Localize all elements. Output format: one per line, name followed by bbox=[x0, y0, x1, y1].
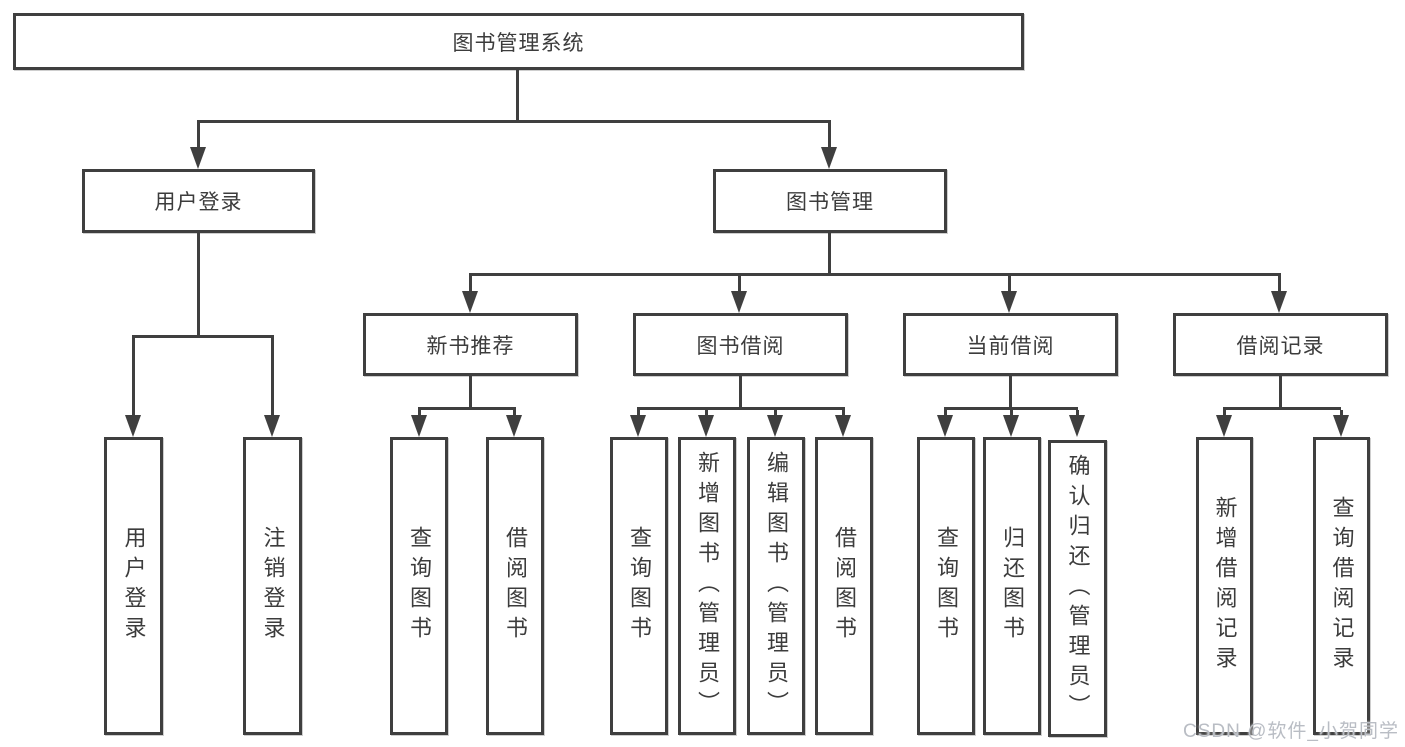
connector-line bbox=[1279, 376, 1282, 410]
node-label: 图书管理系统 bbox=[452, 31, 585, 55]
connector-line bbox=[513, 410, 516, 418]
leaf-borrow-books-recommend: 借阅图书 bbox=[486, 437, 544, 735]
leaf-add-book-admin: 新增图书（管理员） bbox=[678, 437, 736, 735]
leaf-label: 用户登录 bbox=[121, 526, 147, 646]
node-library-system: 图书管理系统 bbox=[13, 13, 1024, 70]
arrow-down-icon bbox=[1271, 291, 1287, 313]
connector-line bbox=[842, 410, 845, 418]
connector-line bbox=[1076, 410, 1079, 418]
connector-line bbox=[197, 233, 200, 338]
leaf-query-books-borrowing: 查询图书 bbox=[610, 437, 668, 735]
node-label: 新书推荐 bbox=[426, 334, 515, 358]
leaf-add-borrow-record: 新增借阅记录 bbox=[1196, 437, 1253, 735]
connector-line bbox=[469, 276, 472, 294]
leaf-edit-book-admin: 编辑图书（管理员） bbox=[747, 437, 805, 735]
connector-line bbox=[197, 120, 831, 123]
node-new-book-recommendation: 新书推荐 bbox=[363, 313, 578, 376]
arrow-down-icon bbox=[731, 291, 747, 313]
connector-line bbox=[197, 123, 200, 151]
arrow-down-icon bbox=[462, 291, 478, 313]
watermark: CSDN @软件_小贺同学 bbox=[1183, 721, 1399, 742]
leaf-label: 归还图书 bbox=[1000, 526, 1025, 646]
arrow-down-icon bbox=[506, 415, 522, 437]
arrow-down-icon bbox=[411, 415, 427, 437]
leaf-logout: 注销登录 bbox=[243, 437, 302, 735]
node-borrowing-records: 借阅记录 bbox=[1173, 313, 1388, 376]
node-current-borrowing: 当前借阅 bbox=[903, 313, 1118, 376]
node-book-management: 图书管理 bbox=[713, 169, 947, 233]
leaf-label: 借阅图书 bbox=[832, 526, 857, 646]
arrow-down-icon bbox=[835, 415, 851, 437]
arrow-down-icon bbox=[1333, 415, 1349, 437]
node-label: 借阅记录 bbox=[1236, 334, 1325, 358]
node-book-borrowing: 图书借阅 bbox=[633, 313, 848, 376]
connector-line bbox=[828, 123, 831, 151]
leaf-label: 注销登录 bbox=[260, 526, 286, 646]
connector-line bbox=[705, 410, 708, 418]
connector-line bbox=[774, 410, 777, 418]
leaf-label: 借阅图书 bbox=[503, 526, 528, 646]
node-label: 用户登录 bbox=[154, 191, 243, 214]
node-user-login: 用户登录 bbox=[82, 169, 315, 233]
leaf-label: 查询图书 bbox=[627, 526, 652, 646]
leaf-borrow-books: 借阅图书 bbox=[815, 437, 873, 735]
connector-line bbox=[1010, 410, 1013, 418]
connector-line bbox=[739, 376, 742, 410]
leaf-query-books-current: 查询图书 bbox=[917, 437, 975, 735]
leaf-label: 编辑图书（管理员） bbox=[764, 451, 789, 721]
connector-line bbox=[637, 407, 845, 410]
connector-line bbox=[469, 273, 1281, 276]
connector-line bbox=[828, 233, 831, 276]
node-label: 当前借阅 bbox=[966, 334, 1055, 358]
arrow-down-icon bbox=[1069, 415, 1085, 437]
leaf-label: 新增借阅记录 bbox=[1212, 496, 1238, 676]
connector-line bbox=[1223, 410, 1226, 418]
arrow-down-icon bbox=[630, 415, 646, 437]
leaf-return-books: 归还图书 bbox=[983, 437, 1041, 735]
leaf-label: 查询图书 bbox=[934, 526, 959, 646]
leaf-confirm-return-admin: 确认归还（管理员） bbox=[1048, 440, 1107, 737]
connector-line bbox=[944, 407, 1078, 410]
connector-line bbox=[516, 70, 519, 123]
leaf-user-login: 用户登录 bbox=[104, 437, 163, 735]
connector-line bbox=[1340, 410, 1343, 418]
leaf-query-borrow-record: 查询借阅记录 bbox=[1313, 437, 1370, 735]
arrow-down-icon bbox=[767, 415, 783, 437]
connector-line bbox=[1278, 276, 1281, 294]
connector-line bbox=[944, 410, 947, 418]
leaf-label: 新增图书（管理员） bbox=[695, 451, 720, 721]
arrow-down-icon bbox=[1003, 415, 1019, 437]
arrow-down-icon bbox=[821, 147, 837, 169]
arrow-down-icon bbox=[698, 415, 714, 437]
arrow-down-icon bbox=[125, 415, 141, 437]
arrow-down-icon bbox=[1216, 415, 1232, 437]
arrow-down-icon bbox=[264, 415, 280, 437]
leaf-label: 查询借阅记录 bbox=[1329, 496, 1355, 676]
connector-line bbox=[469, 376, 472, 410]
leaf-label: 查询图书 bbox=[407, 526, 432, 646]
connector-line bbox=[271, 338, 274, 418]
node-label: 图书借阅 bbox=[696, 334, 785, 358]
connector-line bbox=[1223, 407, 1341, 410]
leaf-label: 确认归还（管理员） bbox=[1065, 453, 1091, 724]
arrow-down-icon bbox=[1001, 291, 1017, 313]
connector-line bbox=[418, 410, 421, 418]
connector-line bbox=[637, 410, 640, 418]
arrow-down-icon bbox=[937, 415, 953, 437]
connector-line bbox=[132, 335, 274, 338]
connector-line bbox=[132, 338, 135, 418]
leaf-query-books-recommend: 查询图书 bbox=[390, 437, 448, 735]
connector-line bbox=[738, 276, 741, 294]
node-label: 图书管理 bbox=[786, 191, 874, 214]
connector-line bbox=[418, 407, 516, 410]
arrow-down-icon bbox=[190, 147, 206, 169]
connector-line bbox=[1008, 276, 1011, 294]
connector-line bbox=[1009, 376, 1012, 410]
